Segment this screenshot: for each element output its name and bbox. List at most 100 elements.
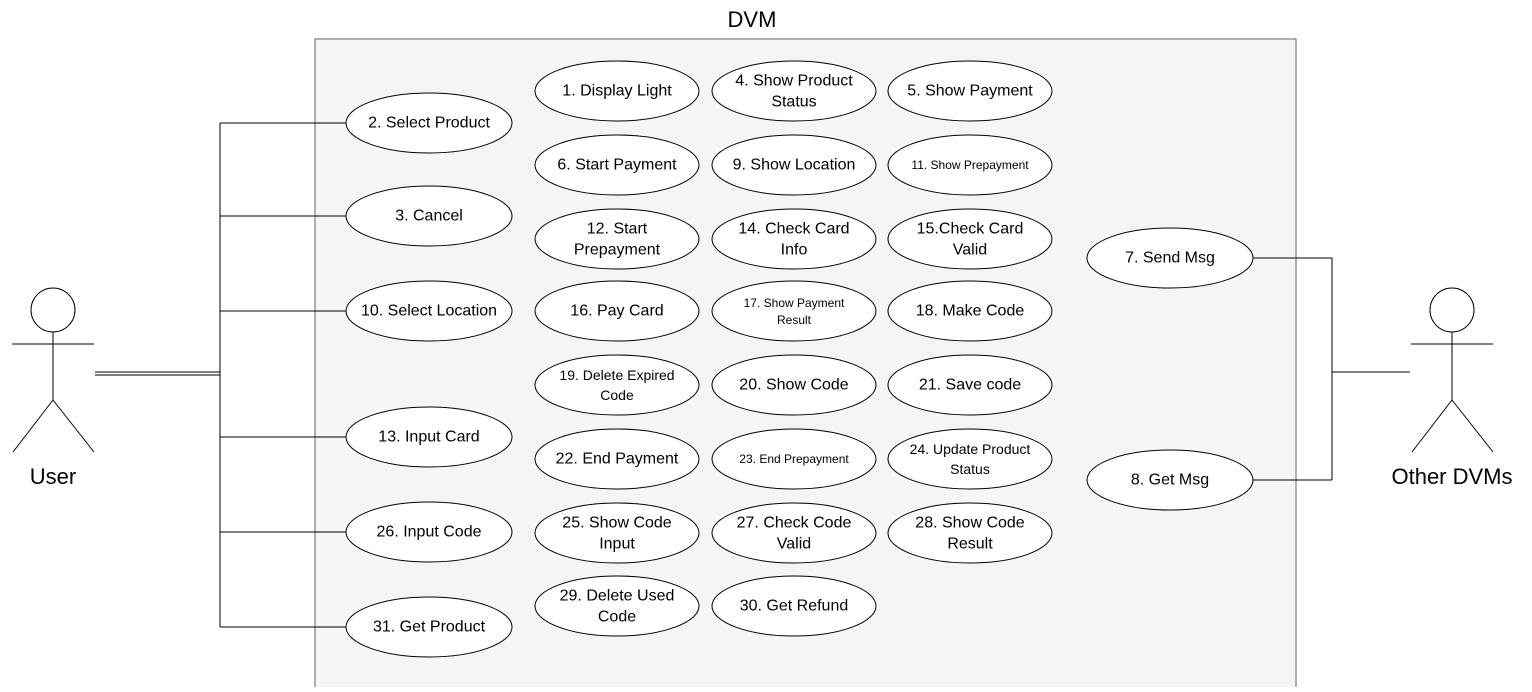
use-case-label: 14. Check Card xyxy=(738,221,849,238)
use-case-shape xyxy=(711,60,877,122)
user-actor-right-leg xyxy=(52,399,95,453)
use-case-shape xyxy=(345,92,513,154)
user-actor-left-leg xyxy=(12,399,54,453)
user-actor-head xyxy=(30,287,76,333)
use-case-label: 24. Update Product xyxy=(910,441,1031,457)
use-case-get-refund[interactable]: 30. Get Refund xyxy=(711,575,877,637)
use-case-label: 23. End Prepayment xyxy=(739,452,849,466)
use-case-label: 9. Show Location xyxy=(733,157,856,174)
use-case-delete-expired-code[interactable]: 19. Delete Expired Code xyxy=(534,354,700,416)
use-case-label: Valid xyxy=(777,536,811,553)
use-case-label: 22. End Payment xyxy=(556,451,679,468)
use-case-label: 10. Select Location xyxy=(361,303,497,320)
use-case-shape xyxy=(345,185,513,247)
use-case-label: 26. Input Code xyxy=(377,524,482,541)
use-case-input-code[interactable]: 26. Input Code xyxy=(345,501,513,563)
use-case-label: 19. Delete Expired xyxy=(559,367,674,383)
use-case-shape xyxy=(887,354,1053,416)
use-case-check-code-valid[interactable]: 27. Check Code Valid xyxy=(711,502,877,564)
use-case-show-payment-result[interactable]: 17. Show Payment Result xyxy=(711,280,877,342)
use-case-shape xyxy=(534,208,700,270)
use-case-save-code[interactable]: 21. Save code xyxy=(887,354,1053,416)
use-case-input-card[interactable]: 13. Input Card xyxy=(345,406,513,468)
use-case-shape xyxy=(887,502,1053,564)
use-case-label: 30. Get Refund xyxy=(740,598,849,615)
use-case-shape xyxy=(345,501,513,563)
use-case-label: Valid xyxy=(953,242,987,259)
use-case-get-product[interactable]: 31. Get Product xyxy=(345,596,513,658)
use-case-shape xyxy=(345,280,513,342)
use-case-shape xyxy=(534,280,700,342)
other-dvms-actor-right-leg xyxy=(1451,399,1494,453)
use-case-label: 18. Make Code xyxy=(916,303,1025,320)
use-case-label: 31. Get Product xyxy=(373,619,486,636)
use-case-end-payment[interactable]: 22. End Payment xyxy=(534,428,700,490)
use-case-label: 7. Send Msg xyxy=(1125,250,1215,267)
use-case-select-location[interactable]: 10. Select Location xyxy=(345,280,513,342)
use-case-shape xyxy=(711,575,877,637)
use-case-shape xyxy=(887,208,1053,270)
use-case-label: 16. Pay Card xyxy=(570,303,663,320)
use-case-label: Result xyxy=(947,536,993,553)
use-case-shape xyxy=(1086,227,1254,289)
use-case-label: 15.Check Card xyxy=(917,221,1024,238)
use-case-label: 8. Get Msg xyxy=(1131,472,1209,489)
use-case-show-code[interactable]: 20. Show Code xyxy=(711,354,877,416)
use-case-shape xyxy=(887,428,1053,490)
use-case-label: 27. Check Code xyxy=(737,515,852,532)
use-case-get-msg[interactable]: 8. Get Msg xyxy=(1086,449,1254,511)
use-case-label: 1. Display Light xyxy=(562,83,672,100)
use-case-show-product-status[interactable]: 4. Show Product Status xyxy=(711,60,877,122)
use-case-shape xyxy=(534,134,700,196)
use-case-shape xyxy=(887,134,1053,196)
use-case-delete-used-code[interactable]: 29. Delete Used Code xyxy=(534,575,700,637)
use-case-check-card-info[interactable]: 14. Check Card Info xyxy=(711,208,877,270)
use-case-show-code-input[interactable]: 25. Show Code Input xyxy=(534,502,700,564)
use-case-label: 25. Show Code xyxy=(562,515,672,532)
user-actor-label: User xyxy=(30,464,76,489)
use-case-start-payment[interactable]: 6. Start Payment xyxy=(534,134,700,196)
use-case-label: Status xyxy=(771,94,816,111)
use-case-shape xyxy=(711,428,877,490)
use-case-shape xyxy=(711,354,877,416)
other-dvms-actor-left-leg xyxy=(1411,399,1453,453)
use-case-shape xyxy=(711,502,877,564)
use-case-send-msg[interactable]: 7. Send Msg xyxy=(1086,227,1254,289)
other-dvms-actor-head xyxy=(1429,287,1475,333)
use-case-shape xyxy=(534,502,700,564)
use-case-label: Code xyxy=(600,387,634,403)
use-case-label: Info xyxy=(781,242,808,259)
use-case-start-prepayment[interactable]: 12. Start Prepayment xyxy=(534,208,700,270)
use-case-show-code-result[interactable]: 28. Show Code Result xyxy=(887,502,1053,564)
other-dvms-connectors xyxy=(1253,257,1410,481)
use-case-shape xyxy=(534,354,700,416)
use-case-shape xyxy=(711,134,877,196)
use-case-show-location[interactable]: 9. Show Location xyxy=(711,134,877,196)
use-case-label: 28. Show Code xyxy=(915,515,1025,532)
other-dvms-actor-label: Other DVMs xyxy=(1391,464,1512,489)
use-case-shape xyxy=(711,280,877,342)
use-case-label: 5. Show Payment xyxy=(907,83,1033,100)
use-case-update-product-status[interactable]: 24. Update Product Status xyxy=(887,428,1053,490)
use-case-make-code[interactable]: 18. Make Code xyxy=(887,280,1053,342)
use-case-check-card-valid[interactable]: 15.Check Card Valid xyxy=(887,208,1053,270)
use-case-show-prepayment[interactable]: 11. Show Prepayment xyxy=(887,134,1053,196)
use-case-display-light[interactable]: 1. Display Light xyxy=(534,60,700,122)
use-case-cancel[interactable]: 3. Cancel xyxy=(345,185,513,247)
use-case-label: 4. Show Product xyxy=(735,73,853,90)
use-case-shape xyxy=(345,406,513,468)
use-case-shape xyxy=(887,60,1053,122)
use-case-pay-card[interactable]: 16. Pay Card xyxy=(534,280,700,342)
use-case-shape xyxy=(711,208,877,270)
use-case-end-prepayment[interactable]: 23. End Prepayment xyxy=(711,428,877,490)
use-case-label: 6. Start Payment xyxy=(557,157,677,174)
use-case-select-product[interactable]: 2. Select Product xyxy=(345,92,513,154)
other-dvms-actor xyxy=(1411,287,1494,453)
user-connectors xyxy=(95,122,346,628)
use-cases: 2. Select Product 3. Cancel 10. Select L… xyxy=(345,60,1254,658)
use-case-show-payment[interactable]: 5. Show Payment xyxy=(887,60,1053,122)
use-case-label: 17. Show Payment xyxy=(744,296,845,310)
use-case-label: 11. Show Prepayment xyxy=(911,158,1029,172)
